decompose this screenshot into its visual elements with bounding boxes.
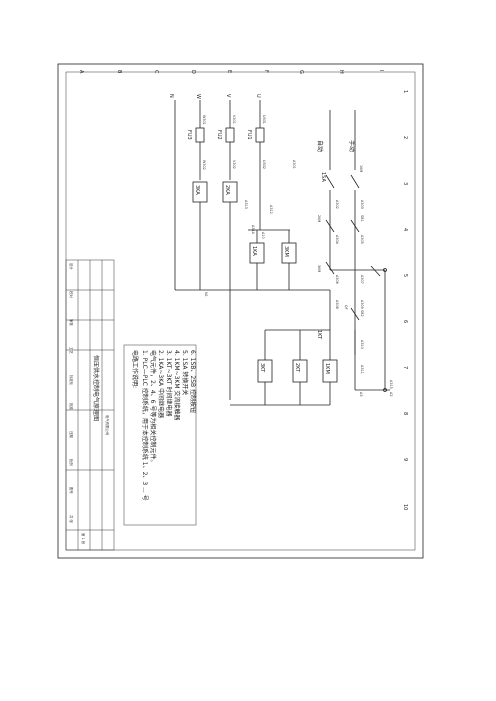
sheet-number: 第 1 张 — [81, 533, 86, 545]
title-block-cell: 审核 — [69, 319, 74, 326]
zone-label-top: H — [338, 70, 344, 74]
mode-label-auto: 自动 — [316, 140, 324, 152]
title-block — [65, 259, 115, 551]
zone-label-top: C — [153, 70, 159, 74]
wire-tag: A301 — [292, 160, 296, 169]
title-block-cell: 比例 — [69, 459, 74, 466]
notes-line: 6. 1SB、2SB 控制按钮 — [189, 350, 197, 413]
zone-label-side: 1 — [402, 90, 408, 93]
wire-tag: V302 — [232, 160, 236, 169]
wire-tag: A310 — [360, 340, 364, 349]
coil-label: 1KT — [316, 330, 322, 340]
phase-label: N — [168, 94, 174, 98]
device-label: SB2 — [360, 310, 364, 317]
wire-tag: A311 — [360, 365, 364, 374]
device-label: 3KM — [317, 265, 321, 272]
mode-label-manual: 手动 — [348, 140, 356, 152]
zone-label-top: D — [190, 70, 196, 74]
zone-label-side: 10 — [402, 504, 408, 510]
zone-label-side: 2 — [402, 136, 408, 139]
wire-tag: V301 — [232, 115, 236, 124]
device-label: 1KM — [359, 165, 363, 172]
notes-frame — [123, 344, 197, 526]
phase-label: W — [195, 94, 201, 99]
wire-tag: A314 — [251, 225, 255, 234]
fuse-label: FU3 — [186, 130, 192, 140]
zone-labels-top: A B C D E F G H I — [78, 70, 384, 74]
fuse-fu1 — [255, 127, 265, 143]
wire-tag: A306 — [335, 275, 339, 284]
coil-label: 3KA — [194, 185, 200, 195]
terminal-label: A10 — [261, 232, 265, 239]
title-block-cell: 图号 — [69, 487, 74, 494]
terminal-label: A3 — [359, 392, 363, 396]
wire-tag: U302 — [262, 160, 266, 169]
wire-tag: W302 — [202, 160, 206, 170]
fuse-fu2 — [225, 127, 235, 143]
wire-tag: A315 — [389, 380, 393, 389]
title-block-cell: 工艺 — [69, 347, 74, 354]
zone-labels-side: 1 2 3 4 5 6 7 8 9 10 — [402, 90, 408, 510]
wire-tag: A309 — [360, 300, 364, 309]
title-block-cell: 校对 — [69, 291, 74, 298]
notes-line: 电气元件，2、4、6 号等为相关控制元件。 — [149, 350, 157, 465]
zone-label-side: 5 — [402, 274, 408, 277]
coil-label: 2KA — [224, 185, 230, 195]
title-block-cell: 批准 — [69, 403, 74, 410]
zone-label-top: G — [298, 70, 304, 74]
notes-line: 3. 1KT~3KT 时间继电器 — [165, 350, 173, 416]
zone-label-side: 3 — [402, 182, 408, 185]
notes-line: 4. 1KM~3KM 交流接触器 — [173, 350, 181, 420]
coil-label: 2KT — [294, 363, 300, 373]
switch-label: 1SA — [320, 172, 326, 182]
zone-label-top: I — [378, 70, 384, 71]
notes-title: 电路工作说明: — [131, 350, 139, 388]
drawing-title: 恒压供水控制电气原理图 — [92, 355, 100, 421]
wire-tag: U301 — [262, 115, 266, 124]
notes-line: 1. PLC—PLC 控制系统，用于本控制系统 1、2、3 ... 号 — [141, 350, 149, 501]
zone-label-side: 8 — [402, 412, 408, 415]
wire-tag: A307 — [360, 275, 364, 284]
title-block-cell: 标准化 — [69, 375, 74, 386]
terminal-label: A2 — [389, 392, 393, 396]
coil-label: 1KA — [251, 246, 257, 256]
power-circuit — [174, 100, 390, 406]
notes-line: 2. 1KA~3KA 中间继电器 — [157, 350, 165, 418]
wire-tag: W301 — [202, 115, 206, 125]
zone-label-top: F — [263, 70, 269, 73]
device-label: QF — [344, 305, 348, 310]
device-label: SB1 — [360, 215, 364, 222]
zone-label-side: 9 — [402, 458, 408, 461]
wire-tag: A304 — [335, 235, 339, 244]
terminal-label: N1 — [204, 292, 208, 297]
title-block-cell: 设计 — [69, 263, 74, 270]
phase-label: V — [225, 94, 231, 98]
fuse-label: FU2 — [216, 130, 222, 140]
wire-tag: A313 — [244, 200, 248, 209]
device-label: 2KM — [317, 215, 321, 222]
zone-label-top: A — [78, 70, 84, 74]
wire-tag: A303 — [360, 200, 364, 209]
zone-label-side: 6 — [402, 320, 408, 323]
coil-label: 3KM — [283, 246, 289, 257]
title-block-cell: 共 张 — [69, 515, 74, 523]
coil-label: 3KT — [259, 363, 265, 373]
zone-label-top: B — [116, 70, 122, 74]
fuse-label: FU1 — [246, 130, 252, 140]
phase-label: U — [255, 94, 261, 98]
fuse-fu3 — [195, 127, 205, 143]
title-block-cell: 日期 — [69, 431, 74, 438]
wire-tag: A308 — [335, 300, 339, 309]
notes-line: 5. 1SA 转换开关 — [181, 350, 189, 395]
zone-label-side: 4 — [402, 228, 408, 231]
outer-border — [57, 63, 424, 559]
zone-label-top: E — [226, 70, 232, 73]
wire-tag: A312 — [269, 205, 273, 214]
company-name: 电气有限公司 — [105, 415, 110, 435]
wire-tag: A305 — [360, 235, 364, 244]
wire-tag: A302 — [335, 200, 339, 209]
zone-label-side: 7 — [402, 366, 408, 369]
coil-label: 1KM — [324, 363, 330, 374]
